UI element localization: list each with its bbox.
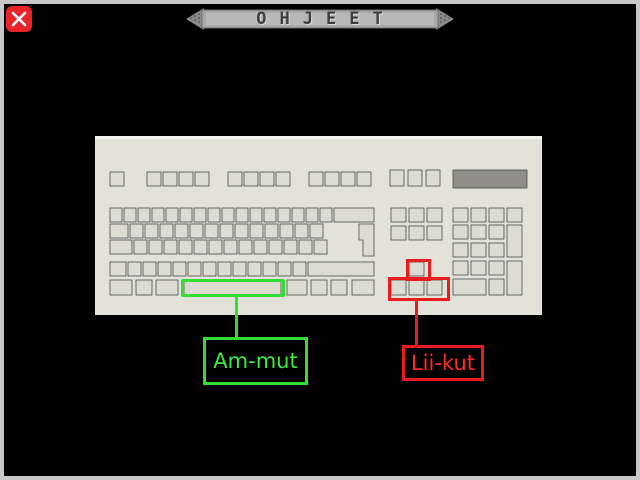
numpad bbox=[452, 207, 523, 296]
bottom-row bbox=[109, 279, 375, 296]
close-x-icon bbox=[11, 11, 27, 27]
letter-row-1 bbox=[109, 223, 375, 257]
navigation-cluster bbox=[390, 207, 443, 296]
letter-row-3 bbox=[109, 261, 375, 277]
letter-row-2 bbox=[109, 239, 328, 255]
function-row bbox=[109, 169, 528, 189]
spacebar-connector-line bbox=[235, 296, 238, 338]
number-row bbox=[109, 207, 375, 223]
spacebar-highlight bbox=[181, 279, 285, 297]
arrows-connector-line bbox=[415, 300, 418, 346]
spacebar-label: Am-mut bbox=[203, 337, 308, 385]
title-text: OHJEET bbox=[256, 9, 396, 29]
close-button[interactable] bbox=[6, 6, 32, 32]
arrows-label: Lii-kut bbox=[402, 345, 484, 381]
keyboard-keys bbox=[109, 169, 528, 296]
title-banner: OHJEET bbox=[186, 7, 454, 31]
arrow-row-highlight bbox=[388, 277, 450, 301]
